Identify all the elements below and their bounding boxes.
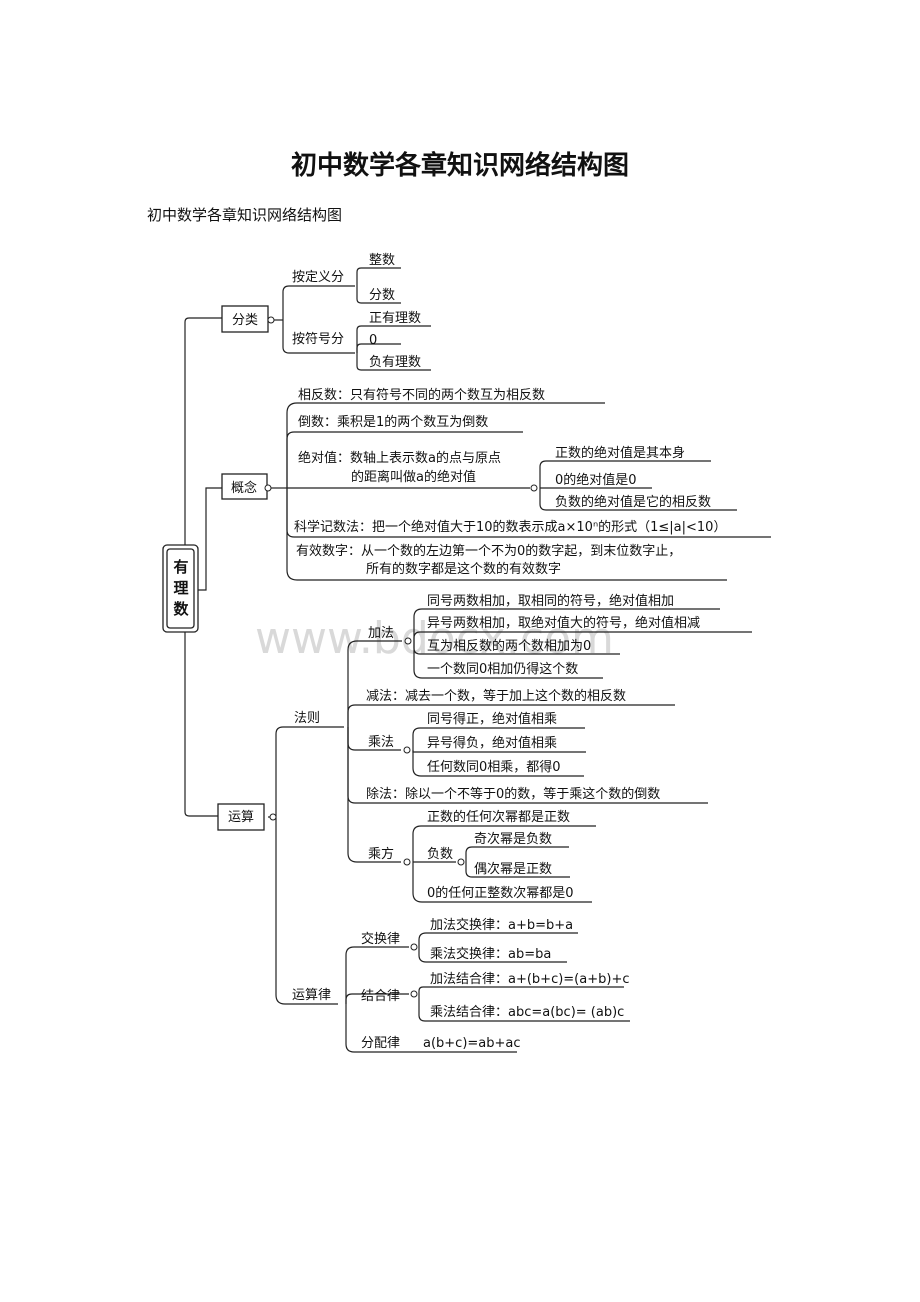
associative-label: 结合律: [361, 989, 400, 1004]
power-positive-node: 正数的任何次幂都是正数: [427, 809, 570, 825]
commutative-label: 交换律: [361, 931, 400, 947]
division-node: 除法：除以一个不等于0的数，等于乘这个数的倒数: [366, 786, 660, 802]
mul-rule-diff-sign: 异号得负，绝对值相乘: [427, 735, 557, 751]
opposite-number-node: 相反数：只有符号不同的两个数互为相反数: [298, 387, 545, 403]
absolute-value-line-1: 绝对值：数轴上表示数a的点与原点: [298, 450, 501, 466]
power-even-node: 偶次幂是正数: [474, 861, 552, 877]
root-box-inner: [166, 548, 195, 629]
add-rule-diff-sign: 异号两数相加，取绝对值大的符号，绝对值相减: [427, 615, 700, 631]
abs-zero-node: 0的绝对值是0: [555, 472, 637, 488]
add-rule-zero: 一个数同0相加仍得这个数: [427, 661, 578, 677]
tree-lines: [184, 267, 771, 1053]
power-label: 乘方: [368, 846, 394, 862]
mul-associative-node: 乘法结合律：abc=a(bc)= (ab)c: [430, 1005, 624, 1020]
laws-label: 运算律: [292, 988, 331, 1003]
power-odd-node: 奇次幂是负数: [474, 831, 552, 847]
branch-dots: [264, 316, 538, 998]
root-char-2: 理: [173, 579, 188, 597]
root-char-3: 数: [173, 600, 189, 618]
negative-rational-node: 负有理数: [369, 355, 421, 370]
add-associative-node: 加法结合律：a+(b+c)=(a+b)+c: [430, 972, 629, 987]
root-label: 有 理 数: [173, 558, 189, 618]
watermark: www.bdocx.com: [255, 613, 614, 664]
distributive-label: 分配律: [361, 1036, 400, 1051]
multiplication-label: 乘法: [368, 735, 394, 750]
operation-label: 运算: [228, 810, 254, 825]
add-commutative-node: 加法交换律：a+b=b+a: [430, 917, 573, 933]
significant-digits-line-2: 所有的数字都是这个数的有效数字: [366, 561, 561, 577]
by-sign-label: 按符号分: [292, 331, 344, 347]
concept-box: [221, 473, 268, 500]
operation-box: [217, 803, 265, 831]
abs-negative-node: 负数的绝对值是它的相反数: [555, 494, 711, 510]
fraction-node: 分数: [369, 288, 395, 303]
subtraction-node: 减法：减去一个数，等于加上这个数的相反数: [366, 688, 626, 704]
absolute-value-line-2: 的距离叫做a的绝对值: [351, 469, 476, 485]
add-rule-same-sign: 同号两数相加，取相同的符号，绝对值相加: [427, 593, 674, 609]
scientific-notation-node: 科学记数法：把一个绝对值大于10的数表示成a×10ⁿ的形式（1≤|a|<10）: [294, 519, 726, 535]
root-char-1: 有: [173, 558, 188, 576]
power-zero-node: 0的任何正整数次幂都是0: [427, 885, 574, 901]
by-definition-label: 按定义分: [292, 270, 344, 285]
zero-node: 0: [369, 333, 377, 348]
addition-label: 加法: [368, 626, 394, 641]
mul-rule-zero: 任何数同0相乘，都得0: [427, 759, 561, 775]
rules-label: 法则: [294, 711, 320, 726]
power-negative-label: 负数: [427, 847, 453, 862]
distributive-formula: a(b+c)=ab+ac: [423, 1036, 521, 1051]
page-title: 初中数学各章知识网络结构图: [290, 151, 629, 181]
mul-commutative-node: 乘法交换律：ab=ba: [430, 946, 551, 962]
abs-positive-node: 正数的绝对值是其本身: [555, 445, 685, 461]
concept-label: 概念: [231, 480, 257, 496]
positive-rational-node: 正有理数: [369, 311, 421, 326]
classify-label: 分类: [232, 313, 258, 328]
integer-node: 整数: [369, 253, 395, 268]
significant-digits-line-1: 有效数字：从一个数的左边第一个不为0的数字起，到末位数字止，: [296, 543, 681, 559]
add-rule-opposites: 互为相反数的两个数相加为0: [427, 638, 591, 654]
reciprocal-node: 倒数：乘积是1的两个数互为倒数: [298, 414, 488, 430]
mul-rule-same-sign: 同号得正，绝对值相乘: [427, 711, 557, 727]
page-subtitle: 初中数学各章知识网络结构图: [147, 206, 343, 224]
